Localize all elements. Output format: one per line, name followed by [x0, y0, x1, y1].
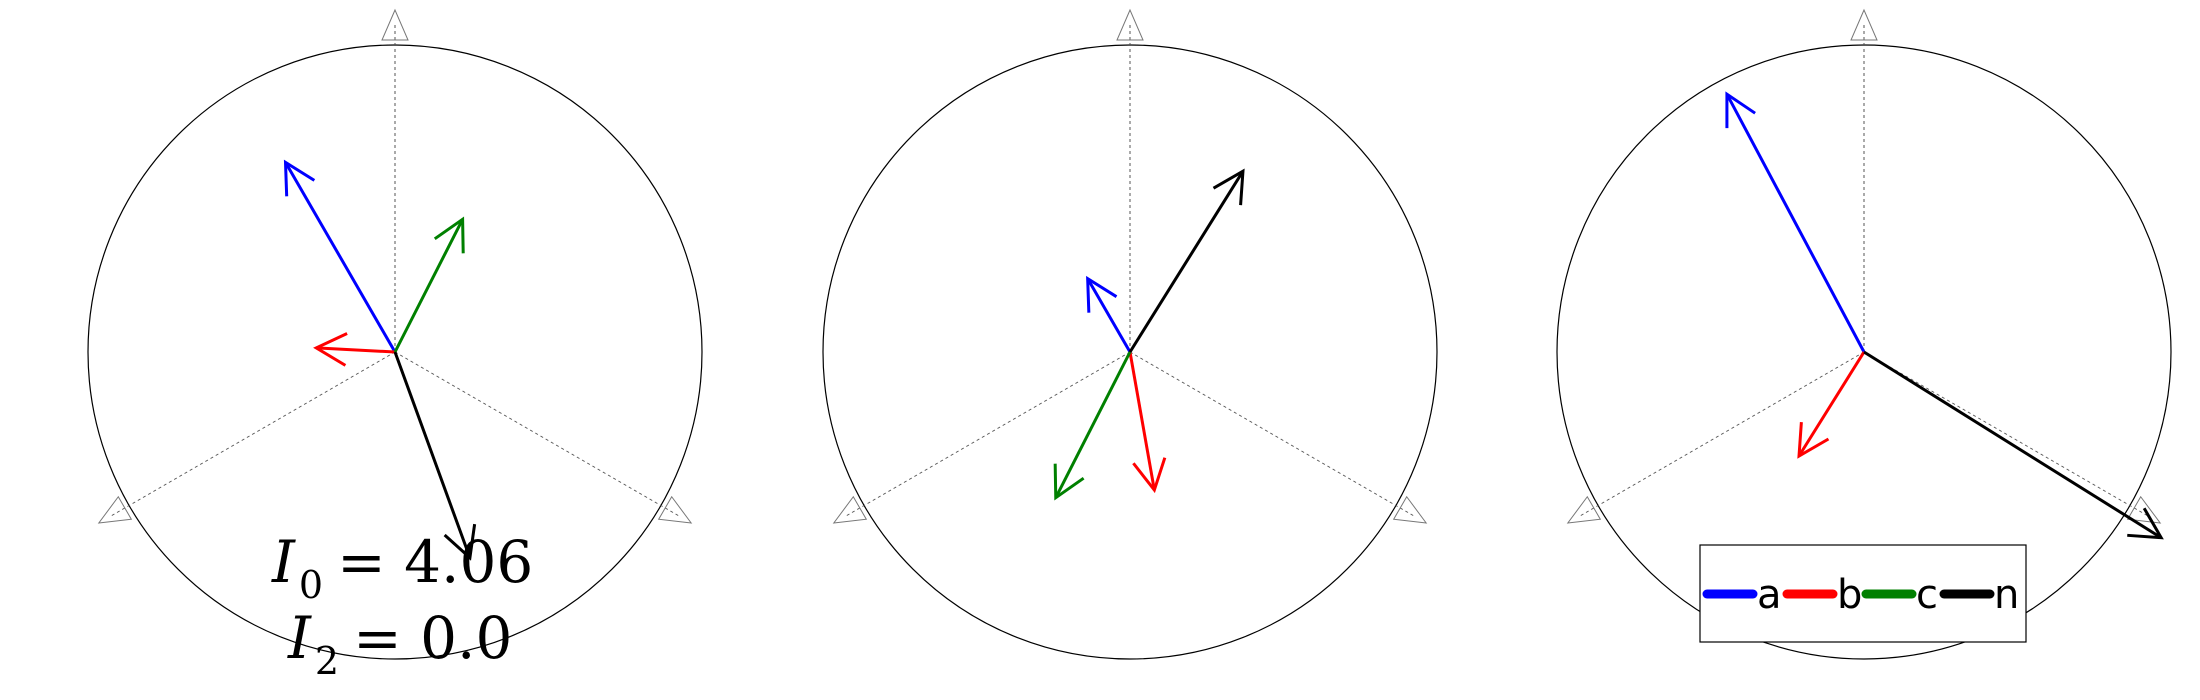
phasor-a — [284, 161, 397, 353]
phasor-b — [1128, 351, 1156, 491]
i0-subscript: 0 — [299, 563, 323, 607]
i2-value: = 0.0 — [353, 604, 512, 672]
axis-marker-90 — [381, 8, 409, 41]
i2-subscript: 2 — [315, 639, 339, 683]
phasor-n-arrowhead — [1212, 168, 1245, 206]
phasor-a-arrowhead — [1725, 91, 1756, 129]
phasor-b-arrowhead — [1797, 421, 1830, 459]
axis-marker-210 — [97, 495, 133, 524]
phasor-panel-left — [87, 8, 703, 660]
reference-axis-210 — [1577, 351, 1865, 518]
phasor-b-arrowhead — [1132, 457, 1167, 494]
legend: a b c n — [1699, 544, 2027, 643]
phasor-panel-center — [822, 8, 1438, 660]
phasor-n — [1128, 170, 1245, 353]
phasor-n-arrowhead — [2127, 507, 2164, 540]
phasor-a-arrowhead — [283, 159, 316, 197]
phasor-c — [393, 218, 464, 353]
legend-label-b: b — [1837, 572, 1862, 618]
phasor-b — [1797, 351, 1866, 457]
axis-marker-210 — [832, 495, 868, 524]
axis-marker-210 — [1566, 495, 1602, 524]
reference-axis-330 — [1129, 351, 1417, 518]
phasor-a — [1725, 93, 1866, 353]
reference-axis-210 — [108, 351, 396, 518]
legend-label-c: c — [1916, 572, 1938, 618]
reference-axis-330 — [1863, 351, 2151, 518]
phasor-b-arrowhead — [313, 332, 348, 367]
axis-marker-330 — [1392, 495, 1428, 524]
reference-axis-330 — [394, 351, 682, 518]
axis-marker-90 — [1116, 8, 1144, 41]
axis-marker-90 — [1850, 8, 1878, 41]
phasor-panel-right — [1556, 8, 2172, 660]
phasor-n — [393, 351, 472, 559]
phasor-c-arrowhead — [1053, 463, 1085, 501]
phasor-n-arrowhead — [443, 523, 477, 561]
i0-symbol: I — [271, 528, 296, 596]
legend-label-a: a — [1757, 572, 1782, 618]
phasor-a — [1086, 277, 1132, 353]
reference-axis-210 — [843, 351, 1131, 518]
phasor-b — [316, 346, 396, 354]
i2-symbol: I — [287, 604, 312, 672]
phasor-c — [1054, 351, 1132, 499]
phasor-n — [1863, 350, 2162, 539]
legend-label-n: n — [1994, 572, 2019, 618]
axis-marker-330 — [657, 495, 693, 524]
phasor-a-arrowhead — [1086, 275, 1118, 313]
axis-marker-330 — [2126, 495, 2162, 524]
phasor-c-arrowhead — [433, 216, 465, 254]
i0-value: = 4.06 — [337, 528, 533, 596]
